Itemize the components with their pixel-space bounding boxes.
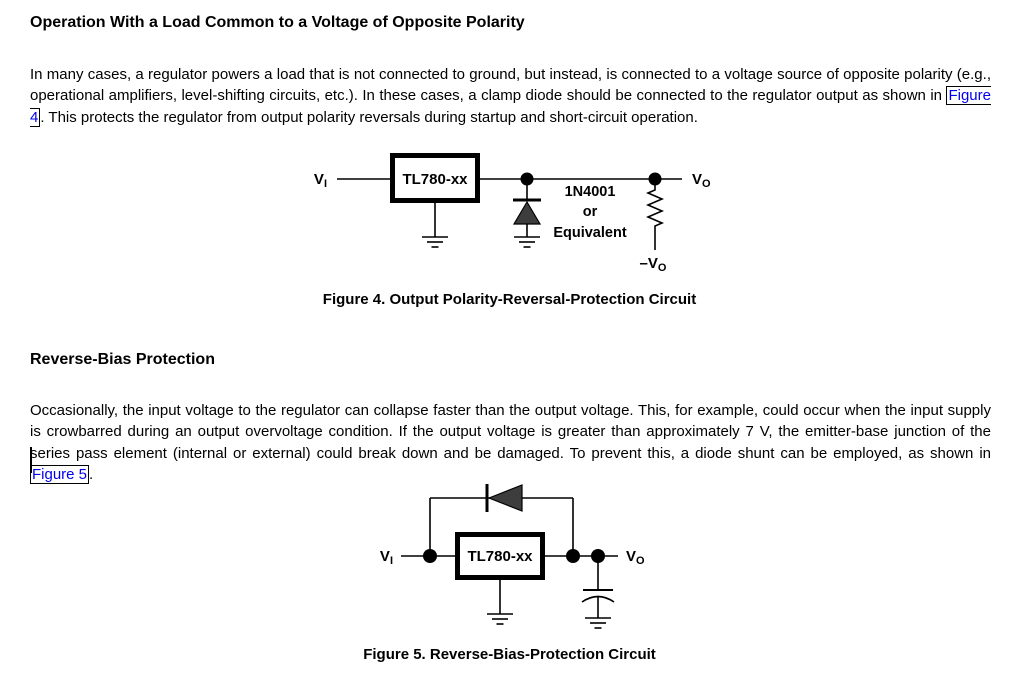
ground-icon [422, 200, 448, 248]
regulator-label: TL780-xx [402, 171, 468, 188]
diode-icon [512, 179, 542, 237]
figure-4-link[interactable]: Figure 4 [30, 86, 991, 127]
paragraph-text: Occasionally, the input voltage to the r… [30, 402, 991, 462]
paragraph-text: . [89, 466, 94, 484]
text-cursor [30, 447, 32, 473]
regulator-box [390, 153, 480, 203]
section-2-paragraph: Occasionally, the input voltage to the r… [30, 400, 991, 486]
figure-5-schematic: VI TL780-xx VO [380, 484, 645, 629]
paragraph-text: In many cases, a regulator powers a load… [30, 66, 991, 105]
regulator-label: TL780-xx [467, 548, 533, 565]
output-voltage-label: VO [626, 548, 645, 567]
diode-part-label: 1N4001 [565, 184, 616, 200]
ground-icon [487, 580, 513, 625]
input-voltage-label: VI [380, 548, 393, 567]
junction-dot [423, 549, 437, 563]
section-1-heading: Operation With a Load Common to a Voltag… [30, 14, 525, 31]
diode-part-label: or [583, 204, 598, 220]
section-1-paragraph: In many cases, a regulator powers a load… [30, 64, 991, 128]
negative-output-voltage-label: –VO [640, 255, 667, 274]
ground-icon [514, 236, 540, 248]
figure-5-caption: Figure 5. Reverse-Bias-Protection Circui… [363, 646, 656, 663]
capacitor-icon [581, 556, 615, 618]
junction-dot [566, 549, 580, 563]
ground-icon [585, 617, 611, 629]
input-voltage-label: VI [314, 171, 327, 190]
diode-icon [485, 484, 523, 512]
regulator-box [455, 532, 545, 580]
figure-5-link[interactable]: Figure 5 [30, 465, 90, 485]
diode-part-label: Equivalent [553, 225, 626, 241]
section-2-heading: Reverse-Bias Protection [30, 351, 215, 368]
paragraph-text: . This protects the regulator from outpu… [40, 108, 698, 126]
figure-4-caption: Figure 4. Output Polarity-Reversal-Prote… [322, 291, 697, 308]
output-voltage-label: VO [692, 171, 711, 190]
figure-4-schematic: VI TL780-xx 1N4001 or [314, 153, 711, 274]
resistor-icon [645, 179, 665, 250]
